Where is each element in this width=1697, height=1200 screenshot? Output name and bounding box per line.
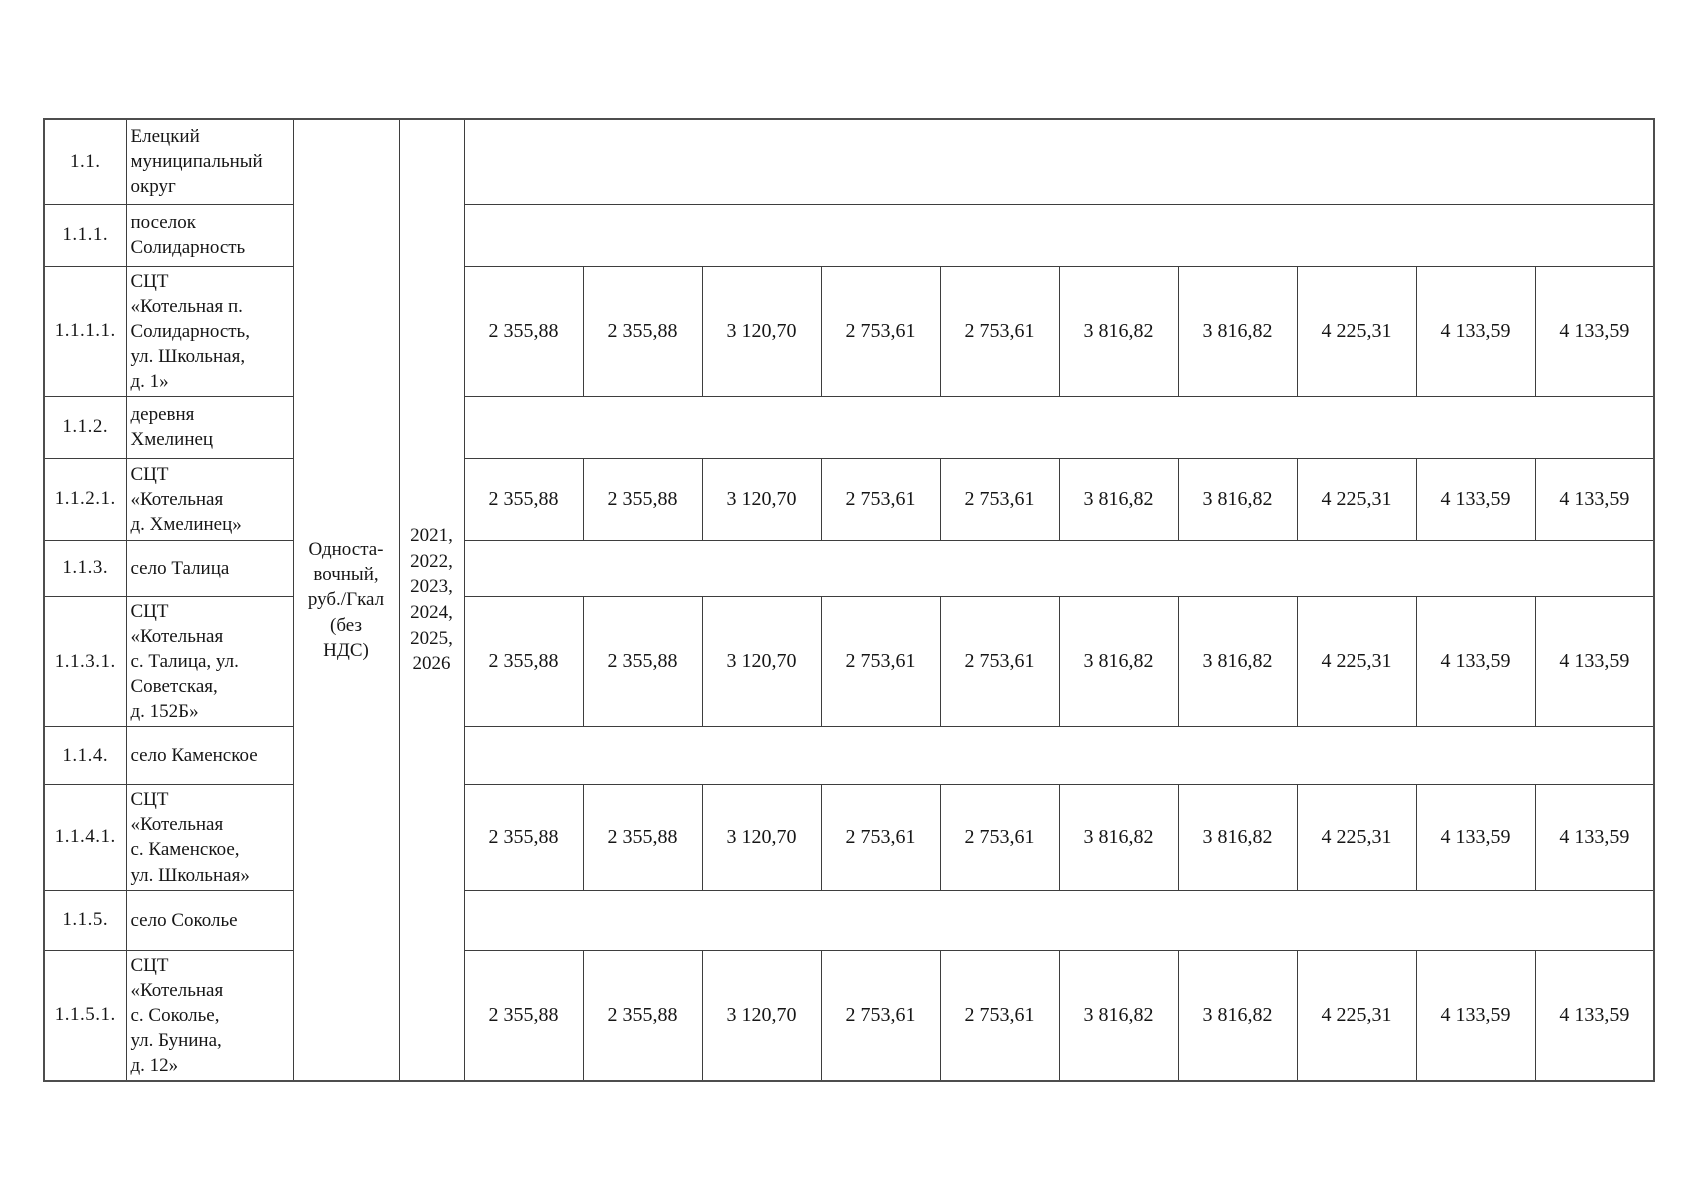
- tariff-value-cell: 4 133,59: [1534, 784, 1655, 891]
- tariff-value-cell: 2 753,61: [820, 265, 941, 397]
- row-number-cell: 1.1.2.1.: [43, 457, 127, 541]
- table-row: 1.1.1. поселок Солидарность: [43, 203, 1655, 267]
- territory-cell: СЦТ «Котельная п. Солидарность, ул. Школ…: [125, 265, 294, 397]
- table-row: 1.1.5. село Соколье: [43, 889, 1655, 951]
- tariff-value-cell: 4 225,31: [1296, 949, 1417, 1082]
- row-number-cell: 1.1.4.: [43, 726, 127, 786]
- territory-cell: село Соколье: [125, 889, 294, 951]
- table-row: 1.1.2. деревня Хмелинец: [43, 395, 1655, 459]
- territory-cell: село Каменское: [125, 726, 294, 786]
- empty-values-cell: [463, 118, 1655, 205]
- tariff-value-cell: 3 816,82: [1058, 949, 1179, 1082]
- tariff-value-cell: 3 816,82: [1177, 784, 1298, 891]
- tariff-value-cell: 4 133,59: [1534, 265, 1655, 397]
- tariff-value-cell: 2 355,88: [582, 265, 703, 397]
- tariff-value-cell: 3 816,82: [1058, 784, 1179, 891]
- table-row: 1.1.3.1. СЦТ «Котельная с. Талица, ул. С…: [43, 595, 1655, 728]
- tariff-value-cell: 2 355,88: [463, 949, 584, 1082]
- table-row: 1.1. Елецкий муниципальный округ Односта…: [43, 118, 1655, 1082]
- tariff-value-cell: 4 225,31: [1296, 457, 1417, 541]
- row-number-cell: 1.1.5.: [43, 889, 127, 951]
- tariff-years-cell: 2021, 2022, 2023, 2024, 2025, 2026: [398, 118, 465, 1082]
- tariff-value-cell: 3 816,82: [1058, 595, 1179, 728]
- tariff-value-cell: 3 816,82: [1058, 265, 1179, 397]
- tariff-value-cell: 3 816,82: [1058, 457, 1179, 541]
- tariff-table: 1.1. Елецкий муниципальный округ Односта…: [43, 118, 1656, 1082]
- tariff-value-cell: 2 753,61: [820, 784, 941, 891]
- tariff-value-cell: 4 133,59: [1415, 784, 1536, 891]
- tariff-value-cell: 4 225,31: [1296, 784, 1417, 891]
- table-row: 1.1.1.1. СЦТ «Котельная п. Солидарность,…: [43, 265, 1655, 397]
- tariff-value-cell: 2 355,88: [463, 784, 584, 891]
- tariff-value-cell: 2 355,88: [582, 595, 703, 728]
- table-row: 1.1.4.1. СЦТ «Котельная с. Каменское, ул…: [43, 784, 1655, 891]
- table-row: 1.1.2.1. СЦТ «Котельная д. Хмелинец» 2 3…: [43, 457, 1655, 541]
- territory-cell: поселок Солидарность: [125, 203, 294, 267]
- tariff-value-cell: 4 133,59: [1415, 595, 1536, 728]
- tariff-value-cell: 4 133,59: [1534, 457, 1655, 541]
- tariff-value-cell: 4 133,59: [1415, 457, 1536, 541]
- territory-cell: СЦТ «Котельная с. Талица, ул. Советская,…: [125, 595, 294, 728]
- tariff-type-cell: Односта- вочный, руб./Гкал (без НДС): [292, 118, 400, 1082]
- tariff-value-cell: 4 133,59: [1415, 949, 1536, 1082]
- territory-cell: СЦТ «Котельная д. Хмелинец»: [125, 457, 294, 541]
- tariff-value-cell: 2 355,88: [582, 784, 703, 891]
- tariff-value-cell: 4 133,59: [1534, 949, 1655, 1082]
- row-number-cell: 1.1.1.: [43, 203, 127, 267]
- tariff-value-cell: 4 133,59: [1415, 265, 1536, 397]
- tariff-value-cell: 2 355,88: [582, 949, 703, 1082]
- tariff-value-cell: 2 753,61: [939, 595, 1060, 728]
- tariff-value-cell: 3 120,70: [701, 457, 822, 541]
- territory-cell: СЦТ «Котельная с. Соколье, ул. Бунина, д…: [125, 949, 294, 1082]
- tariff-value-cell: 4 133,59: [1534, 595, 1655, 728]
- row-number-cell: 1.1.4.1.: [43, 784, 127, 891]
- empty-values-cell: [463, 203, 1655, 267]
- territory-cell: село Талица: [125, 539, 294, 597]
- tariff-value-cell: 2 753,61: [820, 457, 941, 541]
- tariff-value-cell: 2 355,88: [463, 457, 584, 541]
- empty-values-cell: [463, 539, 1655, 597]
- table-row: 1.1.5.1. СЦТ «Котельная с. Соколье, ул. …: [43, 949, 1655, 1082]
- tariff-value-cell: 3 120,70: [701, 949, 822, 1082]
- tariff-value-cell: 3 816,82: [1177, 457, 1298, 541]
- row-number-cell: 1.1.: [43, 118, 127, 205]
- tariff-value-cell: 3 120,70: [701, 784, 822, 891]
- tariff-value-cell: 4 225,31: [1296, 265, 1417, 397]
- empty-values-cell: [463, 726, 1655, 786]
- tariff-value-cell: 2 355,88: [463, 265, 584, 397]
- tariff-value-cell: 3 816,82: [1177, 949, 1298, 1082]
- tariff-value-cell: 3 816,82: [1177, 595, 1298, 728]
- tariff-value-cell: 3 816,82: [1177, 265, 1298, 397]
- territory-cell: СЦТ «Котельная с. Каменское, ул. Школьна…: [125, 784, 294, 891]
- tariff-value-cell: 2 355,88: [463, 595, 584, 728]
- table-row: 1.1.4. село Каменское: [43, 726, 1655, 786]
- territory-cell: деревня Хмелинец: [125, 395, 294, 459]
- table-row: 1.1.3. село Талица: [43, 539, 1655, 597]
- tariff-value-cell: 2 753,61: [939, 457, 1060, 541]
- tariff-value-cell: 3 120,70: [701, 595, 822, 728]
- tariff-value-cell: 2 753,61: [939, 949, 1060, 1082]
- tariff-value-cell: 2 753,61: [939, 265, 1060, 397]
- tariff-value-cell: 3 120,70: [701, 265, 822, 397]
- tariff-value-cell: 2 753,61: [939, 784, 1060, 891]
- tariff-value-cell: 4 225,31: [1296, 595, 1417, 728]
- empty-values-cell: [463, 889, 1655, 951]
- row-number-cell: 1.1.2.: [43, 395, 127, 459]
- row-number-cell: 1.1.1.1.: [43, 265, 127, 397]
- tariff-value-cell: 2 355,88: [582, 457, 703, 541]
- tariff-value-cell: 2 753,61: [820, 949, 941, 1082]
- territory-cell: Елецкий муниципальный округ: [125, 118, 294, 205]
- tariff-value-cell: 2 753,61: [820, 595, 941, 728]
- empty-values-cell: [463, 395, 1655, 459]
- row-number-cell: 1.1.3.: [43, 539, 127, 597]
- row-number-cell: 1.1.3.1.: [43, 595, 127, 728]
- row-number-cell: 1.1.5.1.: [43, 949, 127, 1082]
